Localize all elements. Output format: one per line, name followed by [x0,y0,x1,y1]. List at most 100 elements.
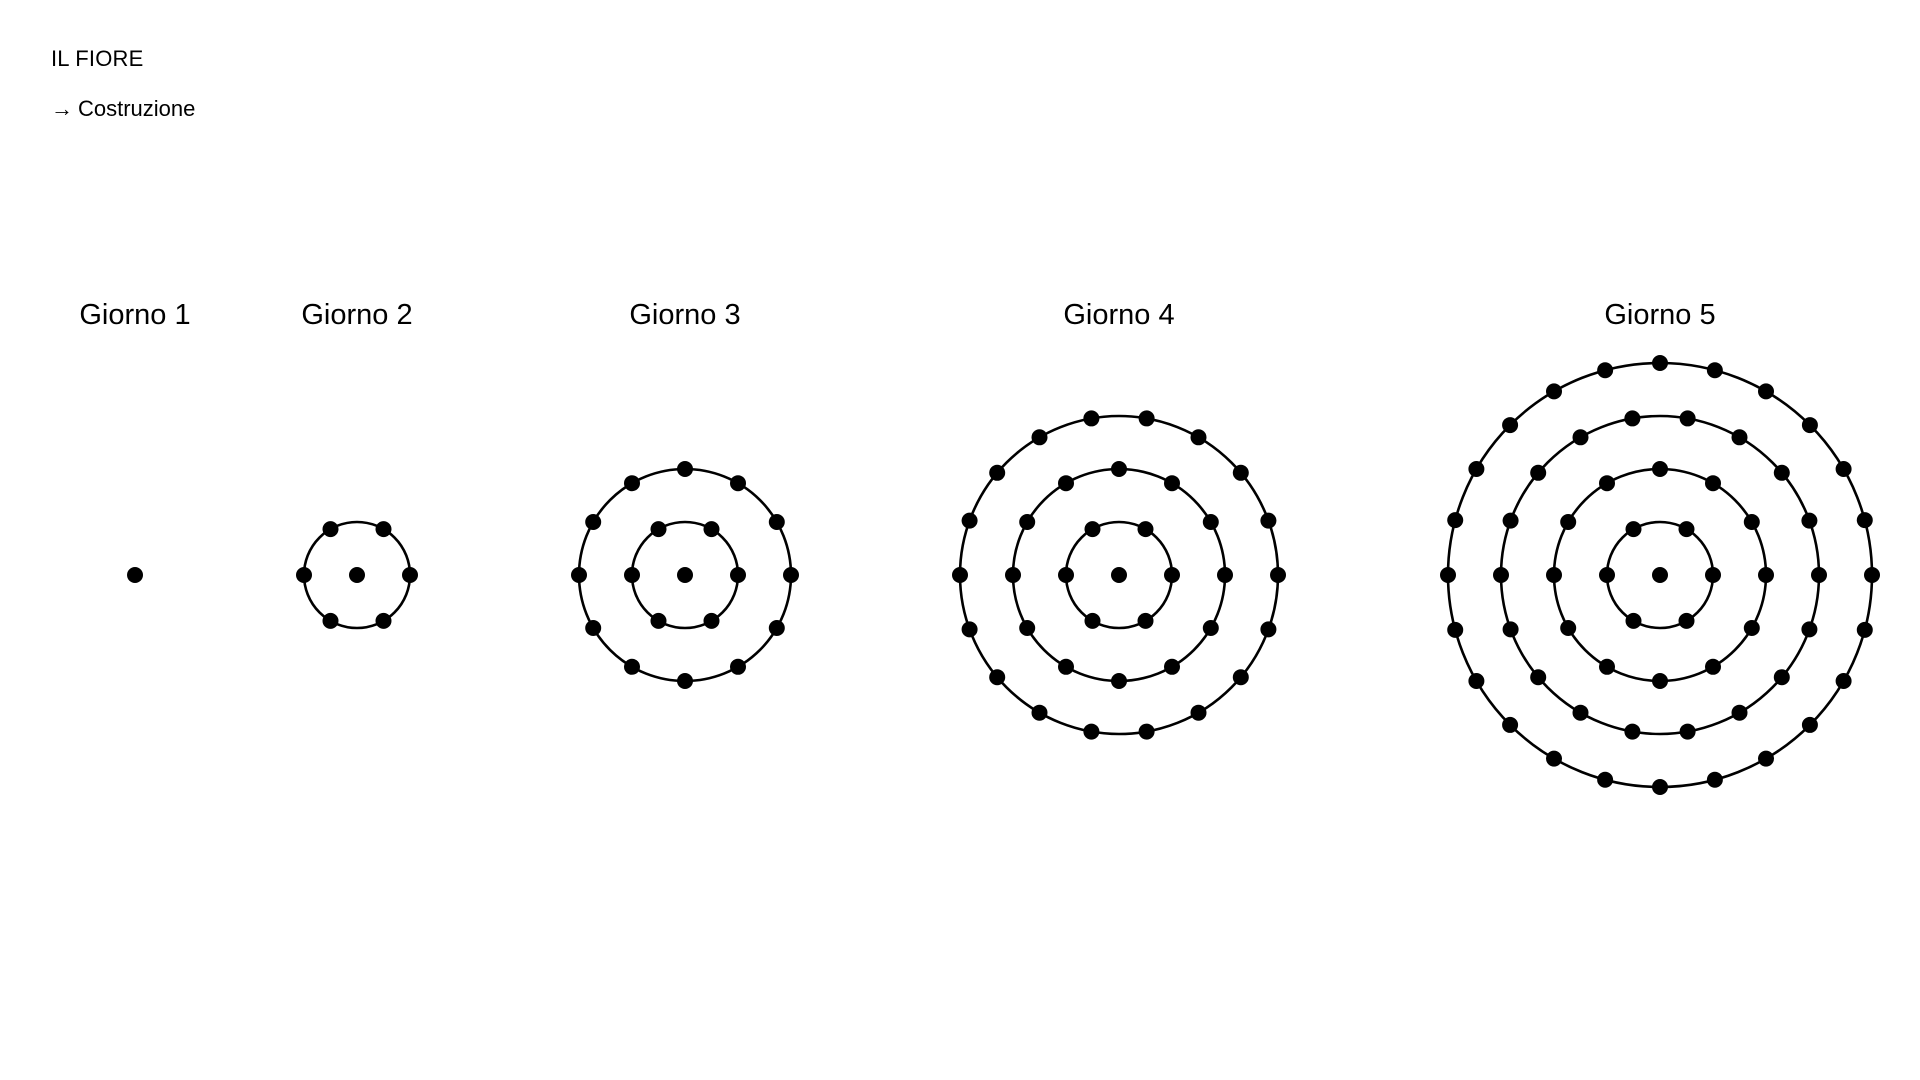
day-4-ring-3-dot [1232,669,1249,686]
day-4-ring-2-dot [1058,658,1074,675]
day-5-ring-1-dot [1599,567,1615,583]
day-1-flower [127,567,143,583]
day-5-ring-4-dot [1864,567,1880,583]
day-3-ring-2-dot [585,620,602,636]
day-3-ring-2-dot [730,658,746,675]
day-5-ring-4-dot [1652,355,1668,371]
day-5-ring-3-dot [1502,512,1519,529]
day-3-ring-1-dot [703,612,720,629]
day-5-label: Giorno 5 [1604,299,1715,331]
day-5-ring-4-dot [1706,771,1723,788]
day-4-ring-2-dot [1202,514,1219,530]
day-2-label: Giorno 2 [301,299,412,331]
day-2-flower [296,520,418,630]
day-4-ring-2-dot [1202,620,1219,636]
day-5-ring-4-dot [1758,750,1774,767]
day-4-ring-3-dot [1138,410,1155,427]
day-4-ring-3-dot [1138,723,1155,740]
day-5-ring-2-dot [1705,475,1721,492]
day-5-ring-1-dot [1625,612,1642,629]
day-4-ring-3-dot [1190,429,1207,446]
day-5-flower [1440,355,1880,795]
day-4-ring-1-dot [1058,567,1074,583]
day-5-ring-4-dot [1597,362,1614,379]
day-2-ring-1-dot [322,612,339,629]
day-3-ring-2-dot [768,620,785,636]
day-4-ring-3-dot [1260,621,1277,638]
day-4-ring-2-dot [1019,620,1036,636]
day-5-ring-2-dot [1599,658,1615,675]
day-5-ring-4-dot [1468,673,1485,689]
day-2-ring-1-dot [375,612,392,629]
arrow-right-icon: → [51,96,73,121]
day-3-ring-2-dot [624,475,640,492]
day-4-ring-1-dot [1084,612,1101,629]
day-3-ring-2-dot [768,514,785,530]
day-4-ring-2-dot [1058,475,1074,492]
day-5-ring-3-dot [1624,723,1641,740]
day-4-ring-2-dot [1164,475,1180,492]
day-4-ring-3-dot [1031,704,1048,721]
day-3-ring-1-dot [730,567,746,583]
day-5-ring-2-dot [1743,514,1760,530]
day-5-ring-2-dot [1652,673,1668,689]
day-3-label: Giorno 3 [629,299,740,331]
day-4-ring-2-dot [1111,673,1127,689]
day-3-ring-1-dot [650,521,667,538]
day-5-ring-3-dot [1773,464,1790,481]
day-4-ring-1-dot [1137,612,1154,629]
day-3-ring-2-dot [571,567,587,583]
day-5-ring-1-dot [1678,612,1695,629]
day-5-ring-3-dot [1572,704,1589,721]
day-1-center-dot [127,567,143,583]
day-3-ring-2-dot [585,514,602,530]
day-5-ring-4-dot [1758,383,1774,400]
day-3-flower [571,461,799,689]
day-5-ring-3-dot [1572,429,1589,446]
day-5-ring-4-dot [1502,716,1519,733]
day-5-ring-4-dot [1468,461,1485,477]
day-4-ring-3-dot [1031,429,1048,446]
day-5-ring-3-dot [1801,512,1818,529]
header: IL FIORE → Costruzione [51,45,195,123]
day-5-ring-1-dot [1705,567,1721,583]
day-5-ring-3-dot [1530,669,1547,686]
day-3-ring-1-dot [624,567,640,583]
day-4-center-dot [1111,567,1127,583]
day-4-flower [952,410,1286,740]
day-4-ring-3-dot [952,567,968,583]
day-4-ring-3-dot [1083,410,1100,427]
day-5-group: Giorno 5 [1440,299,1880,795]
day-4-ring-3-dot [961,621,978,638]
day-5-ring-3-dot [1502,621,1519,638]
day-5-ring-3-dot [1731,704,1748,721]
day-5-ring-4-dot [1706,362,1723,379]
day-5-ring-2-dot [1546,567,1562,583]
day-3-ring-2-dot [783,567,799,583]
day-4-ring-2-dot [1005,567,1021,583]
day-3-ring-2-dot [677,673,693,689]
day-3-ring-2-dot [624,658,640,675]
day-5-ring-4-dot [1447,512,1464,529]
day-4-ring-2-dot [1019,514,1036,530]
day-3-ring-1-dot [650,612,667,629]
day-5-ring-4-dot [1835,461,1852,477]
day-5-ring-4-dot [1546,383,1562,400]
day-5-ring-4-dot [1801,716,1818,733]
day-3-ring-2-dot [730,475,746,492]
day-5-ring-3-dot [1811,567,1827,583]
day-5-ring-1-dot [1625,521,1642,538]
day-4-ring-1-dot [1084,521,1101,538]
day-4-ring-2-dot [1217,567,1233,583]
day-5-ring-1-dot [1678,521,1695,538]
day-4-ring-2-dot [1164,658,1180,675]
day-5-ring-4-dot [1835,673,1852,689]
day-5-ring-4-dot [1856,512,1873,529]
day-5-ring-2-dot [1705,658,1721,675]
day-5-ring-2-dot [1743,620,1760,636]
day-5-ring-4-dot [1502,417,1519,434]
day-4-ring-1-dot [1164,567,1180,583]
day-5-ring-3-dot [1624,410,1641,427]
subtitle-label: Costruzione [78,96,196,121]
